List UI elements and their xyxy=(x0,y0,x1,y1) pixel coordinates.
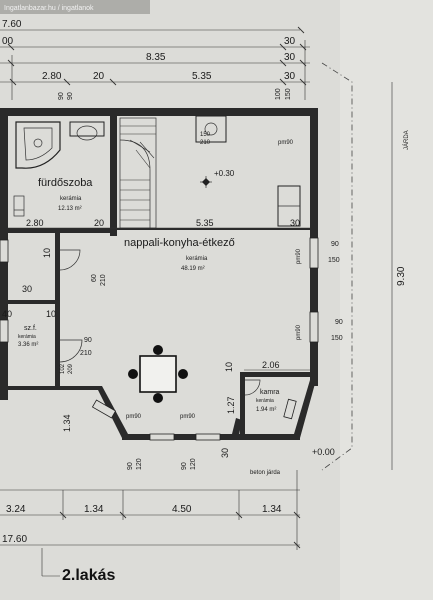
dim-inner-30: 30 xyxy=(290,218,300,228)
watermark-band xyxy=(0,0,150,14)
win-right-upper-a: 90 xyxy=(331,241,339,248)
win-bay-b: 120 xyxy=(136,458,143,470)
door-pm90-bay-left: pm90 xyxy=(126,414,142,420)
room-storage-floor: kerámia xyxy=(256,398,274,404)
win-bay-c: 90 xyxy=(181,462,188,470)
dim-top-row3-c: 5.35 xyxy=(192,71,212,82)
dim-inner-280: 2.80 xyxy=(26,218,44,228)
side-text: JÁRDA xyxy=(403,130,410,150)
dim-left-134: 1.34 xyxy=(62,414,72,432)
dim-left-30a: 30 xyxy=(22,284,32,294)
door-pm90-right-upper: pm90 xyxy=(296,248,302,264)
door-swings xyxy=(59,249,261,396)
room-storage-name: kamra xyxy=(260,389,280,396)
room-bathroom-area: 12.13 m² xyxy=(58,206,82,212)
paper-margin xyxy=(340,0,433,600)
win-right-lower-a: 90 xyxy=(335,319,343,326)
dim-top-row3-a: 2.80 xyxy=(42,71,62,82)
win-kitchen-b: 210 xyxy=(200,140,211,146)
dim-storage-10: 10 xyxy=(224,362,234,372)
win-top-left-a: 90 xyxy=(58,92,65,100)
room-storage-area: 1.94 m² xyxy=(256,407,276,413)
dim-top-row1-left: 00 xyxy=(2,36,14,47)
window-openings xyxy=(0,237,319,441)
win-wc-a: 102 xyxy=(60,363,66,374)
room-wc-floor: kerámia xyxy=(18,334,36,340)
top-dimension-chains xyxy=(0,26,310,100)
dim-top-row2-right: 30 xyxy=(284,52,296,63)
dim-top-row2-mid: 8.35 xyxy=(146,52,166,63)
dim-bottom-a: 3.24 xyxy=(6,504,26,515)
room-living-area: 48.19 m² xyxy=(181,266,205,272)
dim-top-row3-d: 30 xyxy=(284,71,296,82)
level-floor: +0.30 xyxy=(214,169,235,178)
win-right-lower-b: 150 xyxy=(331,335,343,342)
win-top-right-a: 100 xyxy=(275,88,282,100)
dim-bottom-c: 4.50 xyxy=(172,504,192,515)
dim-bottom-b: 1.34 xyxy=(84,504,104,515)
room-bathroom-floor: kerámia xyxy=(60,196,82,202)
door-left-b: 210 xyxy=(100,274,107,286)
dim-left-40: 40 xyxy=(2,309,12,319)
win-right-upper-b: 150 xyxy=(328,257,340,264)
dim-top-row3-b: 20 xyxy=(93,71,105,82)
dim-right-total: 9.30 xyxy=(396,266,407,286)
win-wc-b: 209 xyxy=(68,363,74,374)
door-wc-b: 210 xyxy=(80,350,92,357)
room-living-floor: kerámia xyxy=(186,256,208,262)
room-wc-area: 3.36 m² xyxy=(18,342,38,348)
win-top-left-b: 90 xyxy=(67,92,74,100)
dim-top-row1-right: 30 xyxy=(284,36,296,47)
plan-label: 2.lakás xyxy=(62,567,115,584)
bottom-dimension-chains xyxy=(0,470,301,577)
win-bay-a: 90 xyxy=(127,462,134,470)
door-pm90-top: pm90 xyxy=(278,140,294,146)
level-ground: +0.00 xyxy=(312,447,335,457)
win-top-right-b: 150 xyxy=(285,88,292,100)
dim-inner-20: 20 xyxy=(94,218,104,228)
room-wc-name: sz.f. xyxy=(24,325,37,332)
dim-inner-535: 5.35 xyxy=(196,218,214,228)
room-bathroom-name: fürdőszoba xyxy=(38,177,93,189)
dim-bottom-total: 17.60 xyxy=(2,534,27,545)
win-bay-d: 120 xyxy=(190,458,197,470)
dim-top-total: 7.60 xyxy=(2,19,22,30)
level-marker xyxy=(200,176,212,188)
door-pm90-bay-right: pm90 xyxy=(180,414,196,420)
boundary-line xyxy=(321,62,353,471)
dining-table xyxy=(128,345,188,403)
dim-left-10a: 10 xyxy=(46,309,56,319)
top-window-labels: 90 90 100 150 xyxy=(58,88,292,100)
door-left-a: 60 xyxy=(91,274,98,282)
watermark-text: Ingatlanbazar.hu / ingatlanok xyxy=(4,5,94,12)
room-living-name: nappali-konyha-étkező xyxy=(124,237,235,249)
pavement-label: beton járda xyxy=(250,470,281,476)
door-pm90-right: pm90 xyxy=(296,324,302,340)
dim-bottom-d: 1.34 xyxy=(262,504,282,515)
stair xyxy=(119,117,157,229)
dim-storage-127: 1.27 xyxy=(226,396,236,414)
kitchen-furniture xyxy=(195,115,301,227)
win-kitchen-a: 150 xyxy=(200,132,211,138)
dim-left-30b: 30 xyxy=(220,448,230,458)
dim-storage-206: 2.06 xyxy=(262,360,280,370)
door-wc-a: 90 xyxy=(84,337,92,344)
dim-left-10b: 10 xyxy=(42,248,52,258)
bathroom-fixtures xyxy=(13,121,105,217)
